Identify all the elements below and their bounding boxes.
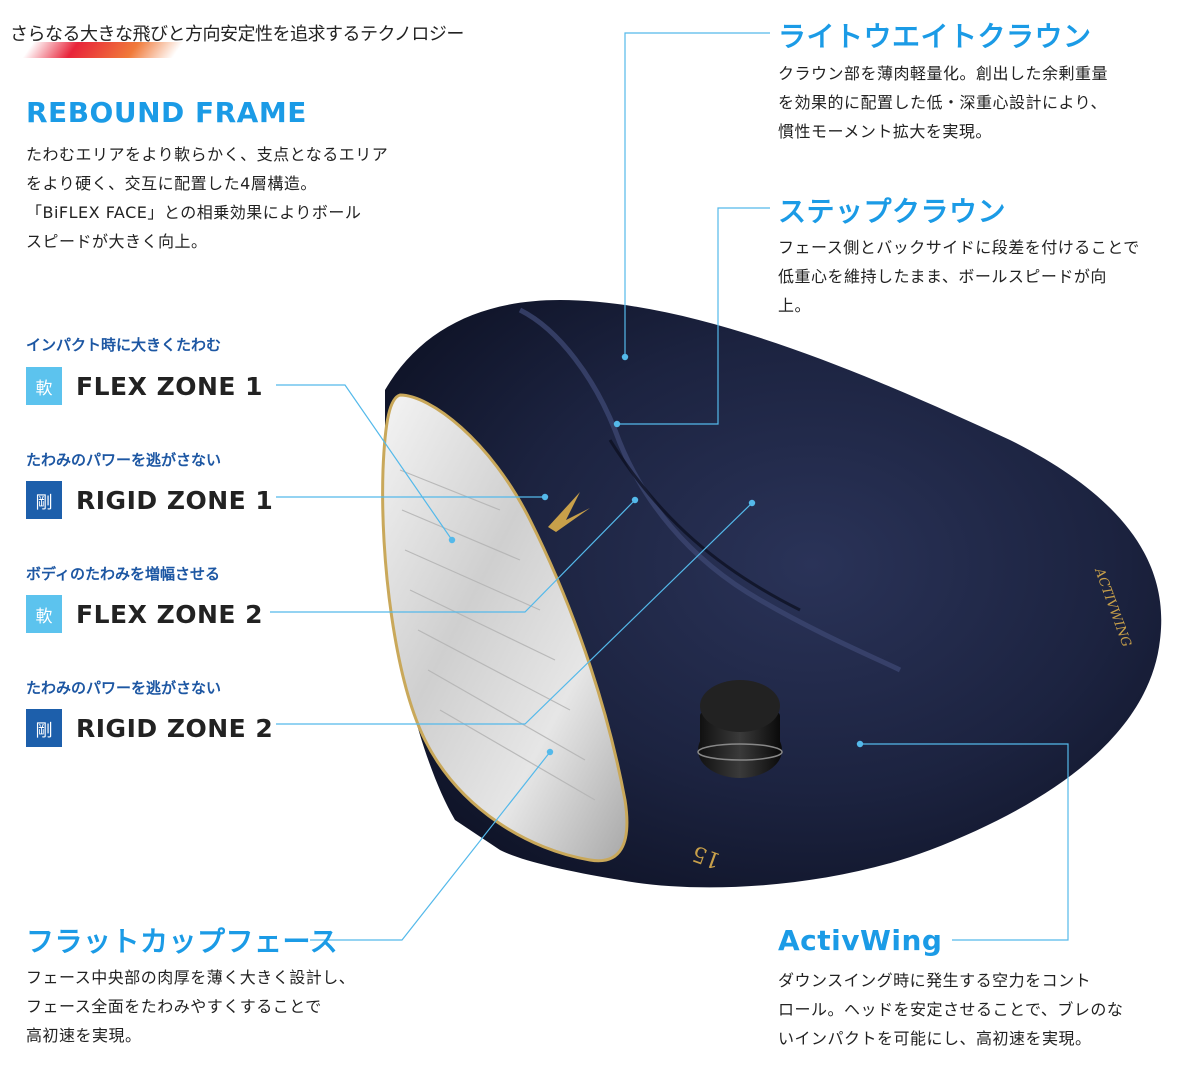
lightweight-line: クラウン部を薄肉軽量化。創出した余剰重量 [778, 64, 1109, 83]
zone-name: FLEX ZONE 2 [76, 599, 264, 629]
rigid-zone-2: 剛 RIGID ZONE 2 [26, 709, 273, 747]
rebound-line: たわむエリアをより軟らかく、支点となるエリア [26, 145, 389, 164]
step-line: 上。 [778, 296, 812, 315]
rigid-badge: 剛 [26, 481, 62, 519]
club-face [381, 393, 629, 863]
flex-zone-2: 軟 FLEX ZONE 2 [26, 595, 263, 633]
zone-subtitle: たわみのパワーを逃がさない [26, 451, 222, 469]
crown-logo-mark [548, 492, 590, 532]
flatcup-line: 高初速を実現。 [26, 1026, 142, 1045]
soft-badge: 軟 [26, 367, 62, 405]
leader-lines [270, 32, 1069, 941]
activwing-line: ダウンスイング時に発生する空力をコント [778, 971, 1092, 990]
rebound-line: をより硬く、交互に配置した4層構造。 [26, 174, 317, 193]
flat-cup-face-description: フェース中央部の肉厚を薄く大きく設計し、 フェース全面をたわみやすくすることで … [26, 963, 355, 1050]
step-line: 低重心を維持したまま、ボールスピードが向 [778, 267, 1107, 286]
step-line: フェース側とバックサイドに段差を付けることで [778, 238, 1140, 257]
hosel-ferrule [697, 680, 783, 778]
step-crown-description: フェース側とバックサイドに段差を付けることで 低重心を維持したまま、ボールスピー… [778, 233, 1140, 320]
lightweight-crown-description: クラウン部を薄肉軽量化。創出した余剰重量 を効果的に配置した低・深重心設計により… [778, 59, 1108, 146]
flex-zone-1: 軟 FLEX ZONE 1 [26, 367, 263, 405]
zone-subtitle: インパクト時に大きくたわむ [26, 336, 222, 354]
rebound-frame-title: REBOUND FRAME [26, 96, 307, 129]
rebound-line: 「BiFLEX FACE」との相乗効果によりボール [26, 203, 362, 222]
zone-subtitle: たわみのパワーを逃がさない [26, 679, 222, 697]
flatcup-line: フェース全面をたわみやすくすることで [26, 997, 322, 1016]
activwing-title: ActivWing [778, 924, 943, 957]
tagline: さらなる大きな飛びと方向安定性を追求するテクノロジー [10, 24, 464, 45]
lightweight-line: を効果的に配置した低・深重心設計により、 [778, 93, 1108, 112]
lightweight-crown-title: ライトウエイトクラウン [778, 20, 1092, 53]
zone-subtitle: ボディのたわみを増幅させる [26, 565, 220, 583]
rebound-frame-description: たわむエリアをより軟らかく、支点となるエリア をより硬く、交互に配置した4層構造… [26, 140, 388, 256]
rigid-badge: 剛 [26, 709, 62, 747]
flat-cup-face-title: フラットカップフェース [26, 925, 339, 958]
soft-badge: 軟 [26, 595, 62, 633]
step-crown-title: ステップクラウン [778, 195, 1007, 228]
zone-name: RIGID ZONE 2 [76, 713, 274, 743]
step-crown-line [518, 307, 902, 673]
zone-name: RIGID ZONE 1 [76, 485, 274, 515]
rebound-line: スピードが大きく向上。 [26, 232, 208, 251]
flatcup-line: フェース中央部の肉厚を薄く大きく設計し、 [26, 968, 356, 987]
lightweight-line: 慣性モーメント拡大を実現。 [778, 122, 992, 141]
activwing-description: ダウンスイング時に発生する空力をコント ロール。ヘッドを安定させることで、ブレの… [778, 966, 1123, 1053]
activwing-line: ロール。ヘッドを安定させることで、ブレのな [778, 1000, 1124, 1019]
rigid-zone-1: 剛 RIGID ZONE 1 [26, 481, 273, 519]
tagline-block: さらなる大きな飛びと方向安定性を追求するテクノロジー [10, 20, 590, 64]
zone-name: FLEX ZONE 1 [76, 371, 264, 401]
activwing-line: いインパクトを可能にし、高初速を実現。 [778, 1029, 1092, 1048]
